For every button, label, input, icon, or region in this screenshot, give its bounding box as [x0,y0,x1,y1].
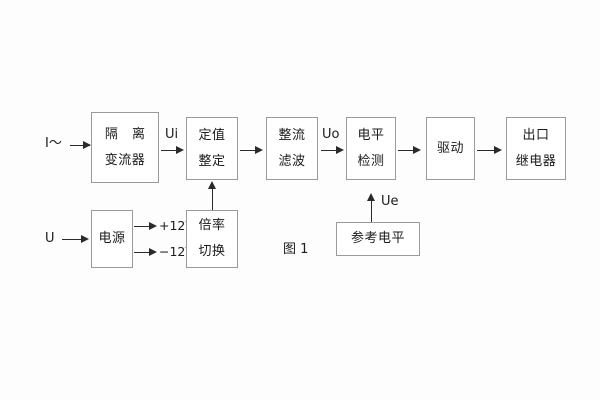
signal-label-ue: Ue [381,194,399,209]
block-multiplier-switch-line1: 倍率 [198,218,226,234]
block-rectify-filter: 整流 滤波 [266,117,318,180]
input-label-voltage: U [45,231,55,246]
block-power-supply-line1: 电源 [98,231,126,247]
block-output-relay-line1: 出口 [522,127,550,143]
arrow-isolation-to-setting [176,146,184,154]
block-multiplier-switch-line2: 切换 [198,244,226,259]
input-lead-voltage [62,239,84,240]
connector-driver-to-relay [477,150,497,151]
block-isolation-transformer: 隔 离 变流器 [91,112,159,183]
connector-level-to-driver [398,150,416,151]
block-reference-level: 参考电平 [336,222,420,256]
block-driver: 驱动 [426,117,475,180]
connector-reference-to-level [371,200,372,222]
arrow-level-to-driver [413,146,421,154]
block-level-detection-line1: 电平 [357,127,385,143]
block-multiplier-switch: 倍率 切换 [186,210,238,268]
rail-label-positive-12v: +12V [159,218,194,233]
block-setting-value-line1: 定值 [198,127,226,143]
block-level-detection-line2: 检测 [357,153,385,169]
arrow-driver-to-relay [494,146,502,154]
input-lead-current [70,145,90,146]
input-arrow-voltage [81,235,89,243]
arrow-reference-to-level [367,193,375,201]
block-setting-value: 定值 整定 [186,117,238,180]
signal-label-ui: Ui [165,127,179,142]
input-label-current: I～ [45,136,62,151]
connector-rectify-to-level [321,150,339,151]
block-driver-line1: 驱动 [436,140,464,156]
block-rectify-filter-line2: 滤波 [278,153,306,169]
connector-rail-negative [134,252,152,253]
connector-setting-to-rectify [240,150,258,151]
signal-label-uo: Uo [322,127,340,142]
block-rectify-filter-line1: 整流 [278,127,306,143]
connector-rail-positive [134,226,152,227]
arrow-multiplier-to-setting [208,181,216,189]
arrow-rail-positive [149,222,157,230]
block-level-detection: 电平 检测 [346,117,396,180]
diagram-caption: 图 1 [283,242,309,257]
block-setting-value-line2: 整定 [198,153,226,169]
arrow-rectify-to-level [336,146,344,154]
block-power-supply: 电源 [91,210,133,268]
arrow-setting-to-rectify [255,146,263,154]
rail-label-negative-12v: −12V [159,244,194,259]
block-reference-level-line1: 参考电平 [350,231,405,247]
arrow-rail-negative [149,248,157,256]
connector-isolation-to-setting [161,150,179,151]
connector-multiplier-to-setting [212,188,213,210]
block-isolation-transformer-line2: 变流器 [104,152,146,168]
block-isolation-transformer-line1: 隔 离 [104,126,151,142]
input-arrow-current [83,141,91,149]
block-output-relay: 出口 继电器 [506,117,566,180]
block-output-relay-line2: 继电器 [515,153,557,169]
